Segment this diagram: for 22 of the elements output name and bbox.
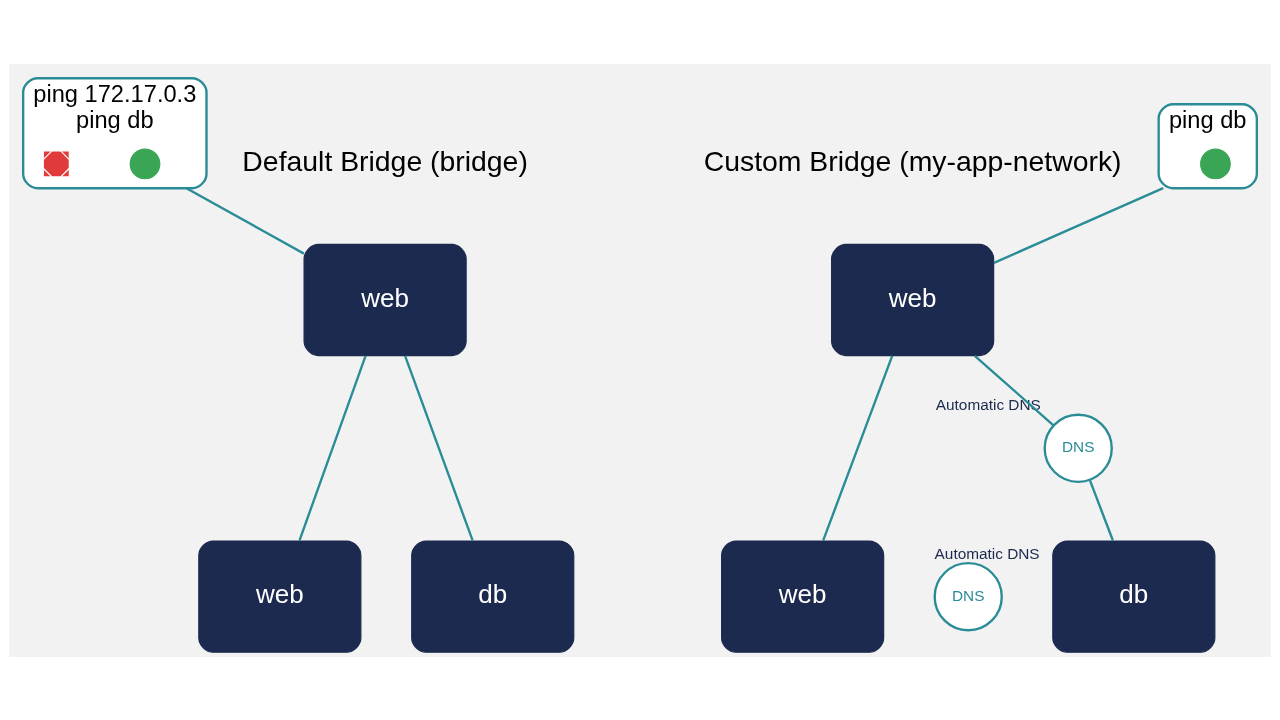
node-box: web xyxy=(831,243,995,356)
connector xyxy=(185,186,305,255)
cluster: ping db xyxy=(1157,102,1258,189)
connector xyxy=(822,354,894,541)
node-circle: DNS xyxy=(933,561,1003,631)
connector xyxy=(993,186,1164,264)
label: Custom Bridge (my-app-network) xyxy=(703,144,1122,177)
node-box: web xyxy=(198,540,362,653)
cluster: ping 172.17.0.3 ping db xyxy=(22,76,208,189)
connector xyxy=(403,354,474,541)
node-box: web xyxy=(721,540,885,653)
connector xyxy=(298,354,367,541)
node-box: web xyxy=(303,243,467,356)
connector xyxy=(974,354,1055,426)
node-check xyxy=(1200,148,1231,179)
node-check xyxy=(129,148,161,179)
node-label: Automatic DNS xyxy=(934,544,1040,562)
label: Default Bridge (bridge) xyxy=(242,144,528,177)
connector xyxy=(1088,479,1115,541)
node-box: db xyxy=(411,540,575,653)
node-box: db xyxy=(1052,540,1216,653)
node-circle: DNS xyxy=(1043,413,1113,483)
